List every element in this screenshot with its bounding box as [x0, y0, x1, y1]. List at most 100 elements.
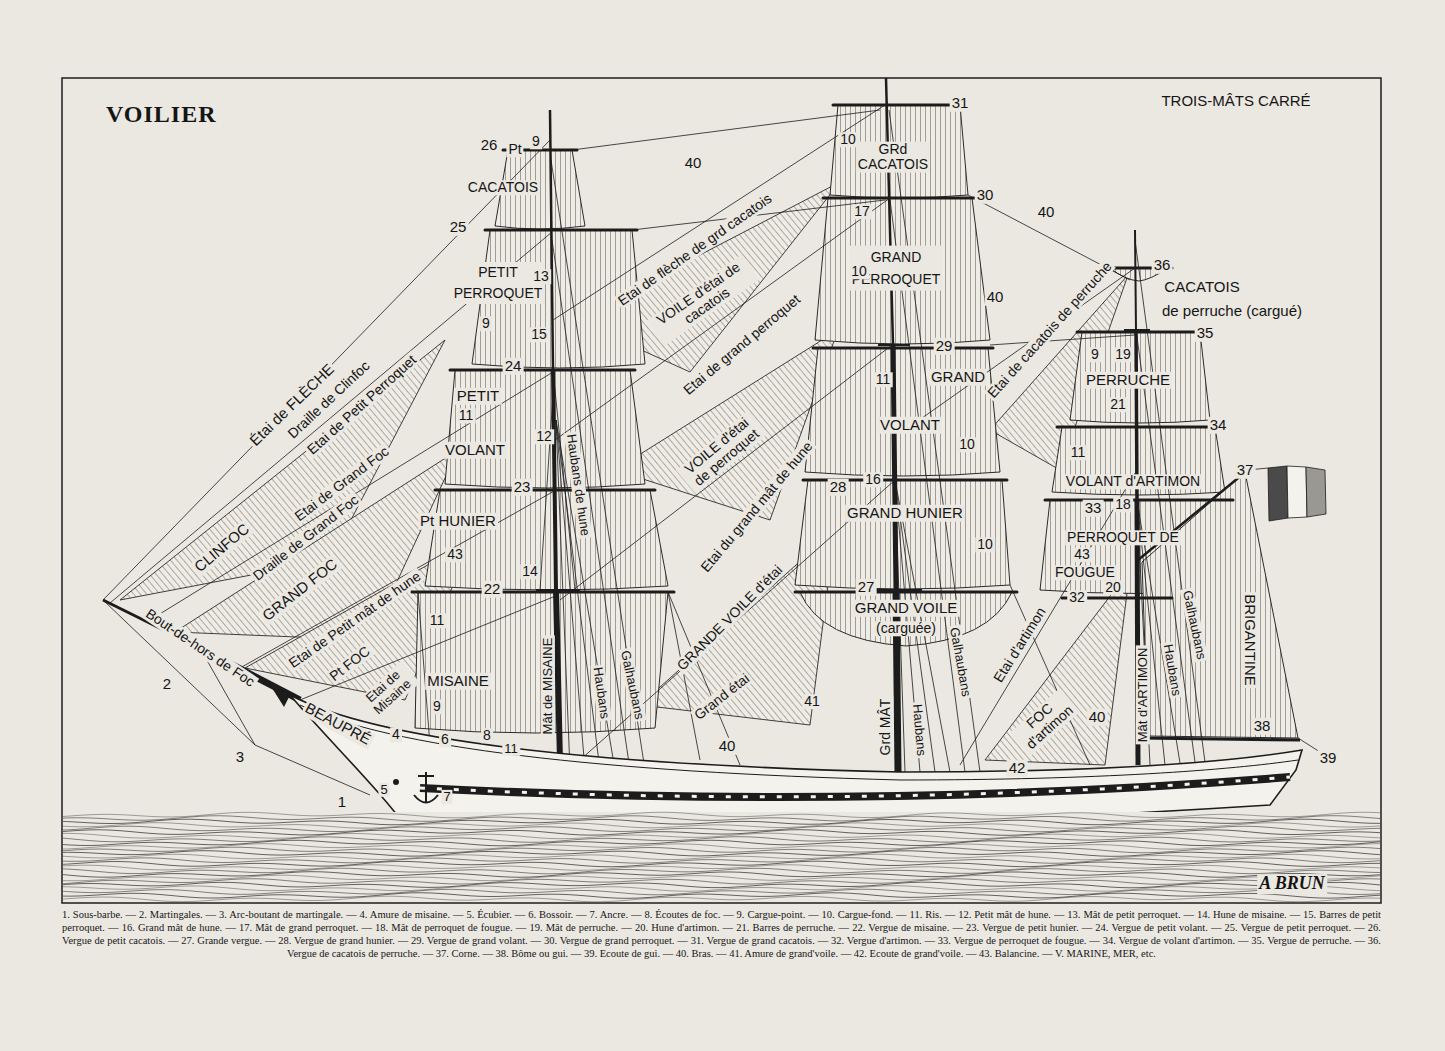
part-label: Pt FOC [325, 642, 374, 685]
mast [886, 78, 893, 345]
part-label: Pt [506, 142, 523, 157]
callout-number: 22 [482, 581, 503, 598]
callout-number: 6 [439, 732, 451, 747]
callout-number: 19 [1113, 347, 1133, 362]
callout-number: 13 [531, 269, 551, 284]
callout-number: 40 [1087, 709, 1108, 726]
callout-number: 9 [480, 316, 492, 331]
furled-sail [800, 592, 1012, 646]
callout-number: 36 [1152, 257, 1173, 274]
sea-wave [63, 840, 1380, 846]
callout-number: 39 [1318, 750, 1339, 767]
part-label: Galhaubans [947, 624, 974, 699]
sea-wave [63, 833, 1380, 839]
part-label: Etai d'artimon [990, 603, 1050, 687]
hull [290, 695, 1302, 832]
part-label: GRAND HUNIER [845, 505, 965, 522]
callout-number: 4 [390, 727, 402, 742]
part-label: VOLANT [443, 442, 507, 459]
anchor [414, 772, 438, 803]
callout-number: 20 [1103, 580, 1123, 595]
callout-number: 10 [975, 537, 995, 552]
callout-number: 10 [838, 132, 858, 147]
caption: 1. Sous-barbe. — 2. Martingales. — 3. Ar… [62, 908, 1381, 960]
part-label: Mât de MISAINE [541, 636, 555, 737]
part-label: Haubans [909, 701, 928, 758]
callout-number: 5 [378, 783, 389, 797]
sea-wave [63, 868, 1380, 874]
callout-number: 11 [428, 613, 447, 628]
callout-number: 14 [520, 564, 540, 579]
mast [1135, 230, 1136, 330]
sea-wave [63, 851, 1380, 857]
part-label: Mât d'ARTIMON [1136, 646, 1150, 745]
callout-number: 16 [863, 472, 883, 487]
part-label: Galhaubans [617, 647, 646, 722]
callout-number: 9 [1089, 347, 1101, 362]
callout-number: 43 [1072, 547, 1092, 562]
gunports [420, 777, 1290, 797]
sea-wave [63, 886, 1380, 892]
sea-wave [63, 816, 1380, 822]
callout-number: 2 [161, 676, 173, 693]
part-label: A BRUN [1257, 874, 1327, 894]
part-label: MISAINE [425, 673, 491, 690]
part-label: PERRUCHE [1084, 372, 1172, 389]
callout-number: 35 [1195, 325, 1216, 342]
boom [1140, 738, 1300, 740]
square-sail [1070, 332, 1210, 423]
callout-number: 1 [336, 794, 348, 811]
part-label: Haubans [590, 664, 612, 721]
callout-number: 26 [479, 137, 500, 154]
callout-number: 30 [975, 187, 996, 204]
part-label: CLINFOC [190, 519, 254, 577]
part-label: (carguée) [874, 621, 938, 636]
part-label: Pt HUNIER [418, 513, 498, 530]
frame [62, 78, 1381, 903]
callout-number: 43 [445, 547, 465, 562]
callout-number: 11 [874, 372, 893, 387]
part-label: Grand étai [690, 670, 754, 725]
mast [896, 590, 898, 772]
sea-hatching [63, 812, 1380, 902]
sea-wave [63, 889, 1380, 895]
part-label: GRANDE VOILE d'étai [673, 561, 787, 675]
part-label: PETIT [455, 388, 502, 405]
callout-number: 3 [234, 749, 246, 766]
callout-number: 21 [1108, 397, 1128, 412]
title: VOILIER [104, 101, 219, 128]
sea-wave [63, 858, 1380, 864]
callout-number: 18 [1113, 497, 1133, 512]
callout-number: 40 [1036, 204, 1057, 221]
callout-number: 11 [1069, 445, 1088, 460]
mast [556, 590, 560, 762]
square-sail [805, 348, 1000, 476]
part-label: VOLANT [878, 417, 942, 434]
flag-stripe [1287, 466, 1307, 518]
mast [893, 345, 896, 590]
part-label: CACATOIS [466, 180, 540, 195]
callout-number: 37 [1235, 462, 1256, 479]
sea-wave [63, 819, 1380, 825]
part-label: Grd MÂT [878, 697, 893, 758]
callout-number: 42 [1007, 760, 1028, 777]
callout-number: 40 [683, 155, 704, 172]
callout-number: 8 [481, 728, 493, 743]
callout-number: 9 [530, 134, 542, 149]
square-sail [425, 490, 668, 590]
hawse-hole [393, 779, 399, 785]
callout-number: 38 [1252, 718, 1273, 735]
yards [412, 105, 1233, 598]
sea-wave [63, 830, 1380, 836]
callout-number: 28 [828, 479, 849, 496]
callout-number: 17 [852, 204, 872, 219]
sea-wave [63, 812, 1380, 818]
flag-stripe [1306, 467, 1326, 517]
callout-number: 27 [856, 579, 877, 596]
part-label: FOUGUE [1053, 565, 1117, 580]
part-label: de perruche (cargué) [1160, 303, 1304, 320]
part-label: Galhaubans [1179, 587, 1208, 662]
part-label: GRAND VOILE [853, 600, 960, 617]
